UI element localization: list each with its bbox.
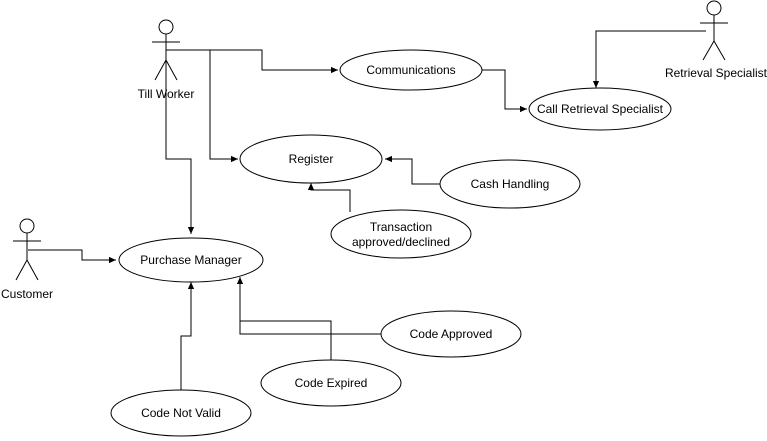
use-case-code-not-valid[interactable]: Code Not Valid — [110, 389, 252, 437]
use-case-label: Code Approved — [410, 327, 493, 341]
edge-customer-to-purchase-manager — [28, 249, 116, 264]
edge-cash-handling-to-register — [385, 155, 440, 185]
edge-retrieval-specialist-to-call-retrieval — [592, 30, 706, 88]
use-case-label-line2: approved/declined — [352, 235, 450, 249]
use-case-purchase-manager[interactable]: Purchase Manager — [118, 237, 264, 283]
use-case-label: Register — [289, 152, 334, 166]
stick-figure-icon — [152, 19, 180, 81]
edge-code-approved-to-purchase-manager — [236, 277, 381, 335]
edge-till-worker-to-register — [209, 50, 238, 163]
use-case-label: Purchase Manager — [140, 253, 241, 267]
use-case-call-retrieval-specialist[interactable]: Call Retrieval Specialist — [528, 87, 672, 131]
edge-communications-to-call-retrieval — [482, 69, 527, 113]
edge-till-worker-to-communications — [166, 49, 338, 74]
use-case-cash-handling[interactable]: Cash Handling — [439, 159, 581, 209]
use-case-label: Call Retrieval Specialist — [537, 102, 664, 116]
use-case-label: Communications — [366, 63, 455, 77]
stick-figure-icon — [13, 218, 41, 281]
use-case-code-expired[interactable]: Code Expired — [260, 359, 402, 407]
stick-figure-icon — [700, 0, 728, 61]
use-case-label-line1: Transaction — [370, 220, 432, 234]
actor-label: Customer — [1, 287, 53, 301]
use-case-communications[interactable]: Communications — [339, 49, 483, 91]
use-case-label: Code Not Valid — [141, 406, 221, 420]
actor-label: Retrieval Specialist — [665, 66, 767, 80]
edge-code-expired-to-purchase-manager — [240, 320, 332, 360]
edge-transaction-to-register — [307, 183, 351, 212]
use-case-code-approved[interactable]: Code Approved — [380, 310, 522, 358]
use-case-label: Cash Handling — [471, 177, 550, 191]
use-case-label: Code Expired — [295, 376, 368, 390]
use-case-transaction-approved-declined[interactable]: Transaction approved/declined — [330, 209, 472, 259]
actor-customer[interactable]: Customer — [1, 218, 53, 301]
actor-till-worker[interactable]: Till Worker — [138, 19, 195, 101]
actor-retrieval-specialist[interactable]: Retrieval Specialist — [665, 0, 767, 80]
use-case-register[interactable]: Register — [239, 134, 383, 184]
actor-label: Till Worker — [138, 87, 195, 101]
edge-code-not-valid-to-purchase-manager — [180, 282, 195, 390]
connectors — [28, 30, 706, 390]
edge-till-worker-to-purchase-manager — [165, 56, 195, 234]
